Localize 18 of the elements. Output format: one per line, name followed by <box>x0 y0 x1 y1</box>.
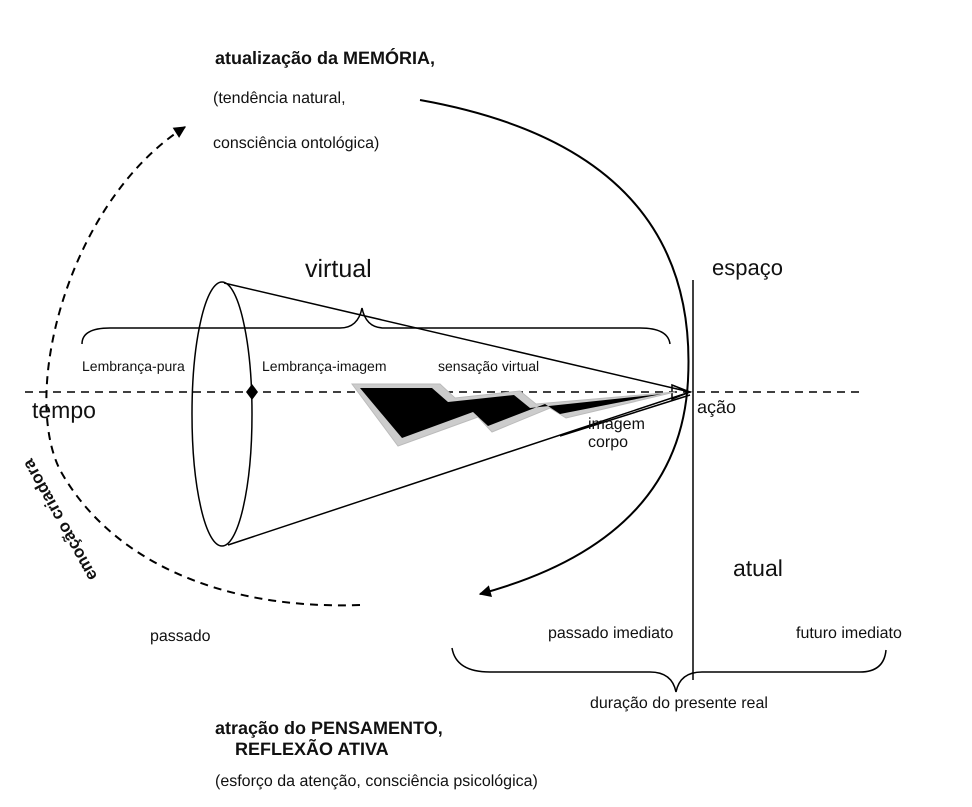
region-label: passado imediato <box>548 625 674 644</box>
annotation-text: consciência ontológica) <box>213 135 380 154</box>
brace-label: duração do presente real <box>590 695 768 714</box>
region-label: Lembrança-pura <box>82 358 185 374</box>
point-label: imagem corpo <box>588 416 646 453</box>
axis-label: espaço <box>712 255 783 280</box>
region-label: Lembrança-imagem <box>262 358 386 374</box>
heading-text: atualização da MEMÓRIA, <box>215 48 436 69</box>
region-label: virtual <box>305 255 372 284</box>
heading-text: atração do PENSAMENTO, REFLEXÃO ATIVA <box>215 718 444 760</box>
region-label: futuro imediato <box>796 625 902 644</box>
region-label: sensação virtual <box>438 358 540 374</box>
annotation-text: (esforço da atenção, consciência psicológica) <box>215 773 538 792</box>
axis-label: tempo <box>32 397 96 424</box>
annotation-text: (tendência natural, <box>213 90 346 108</box>
region-label: atual <box>733 555 783 582</box>
region-label: passado <box>150 628 210 646</box>
point-label: ação <box>697 397 736 418</box>
